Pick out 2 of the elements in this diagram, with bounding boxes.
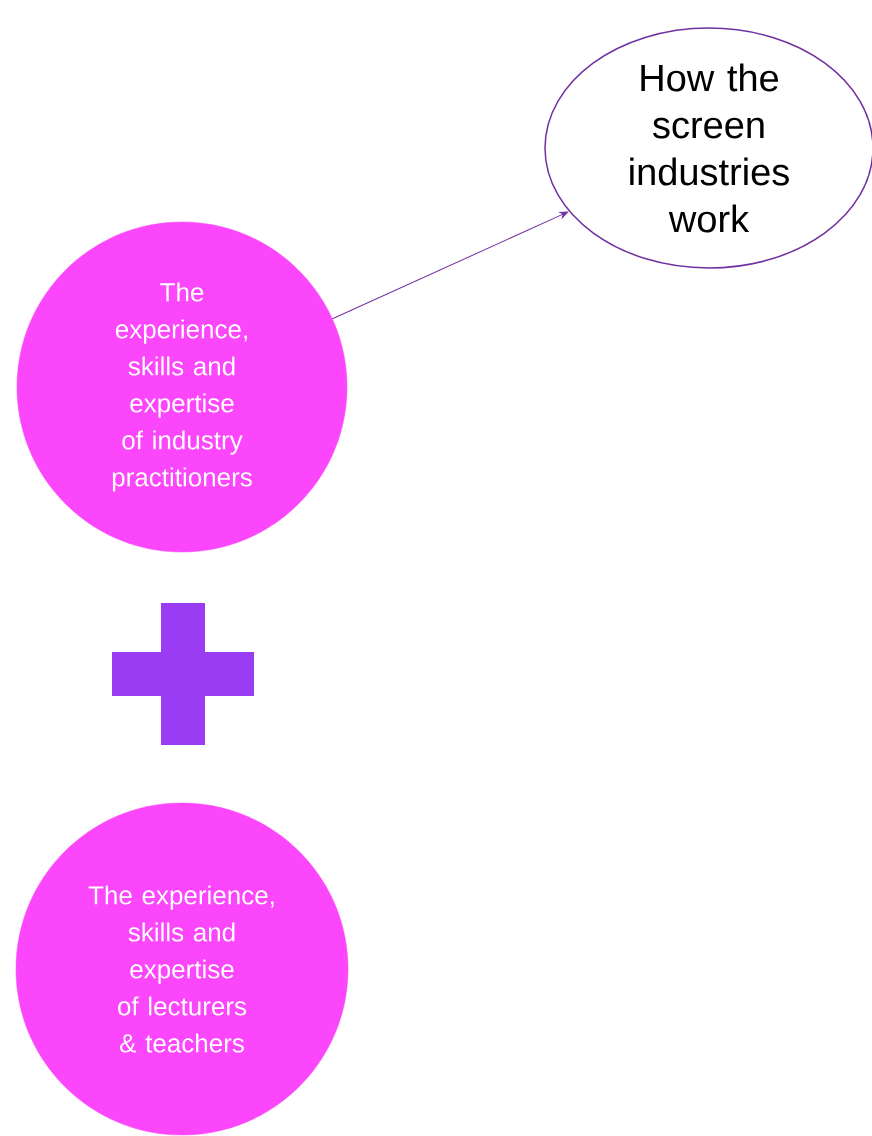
- arrow: [332, 211, 569, 320]
- plus-sign: [112, 603, 254, 745]
